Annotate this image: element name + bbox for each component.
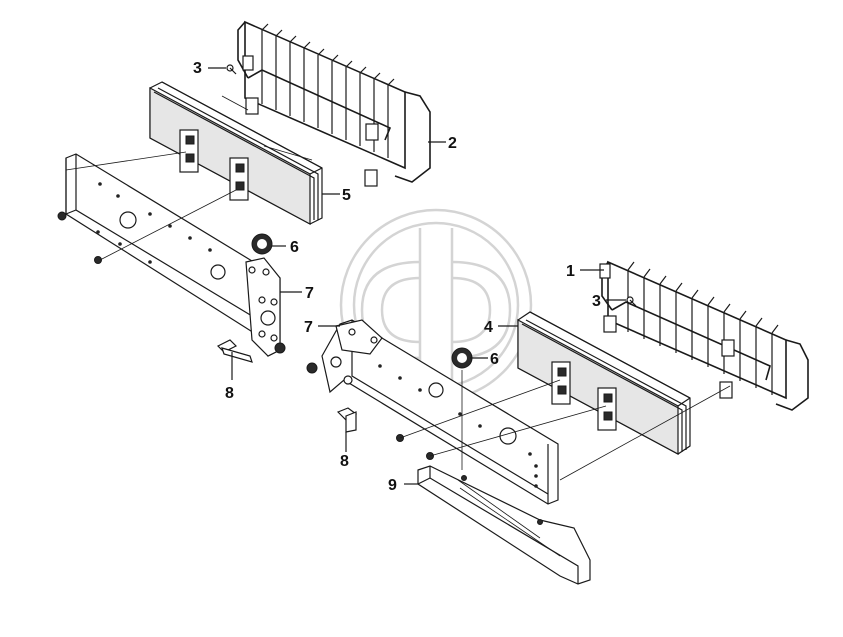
bracket-rail-left bbox=[57, 153, 286, 357]
callout-1: 1 bbox=[566, 263, 575, 280]
callout-numbers: 1 2 3 3 4 5 6 6 7 7 8 8 9 bbox=[193, 60, 601, 494]
wire-guard-right bbox=[599, 260, 809, 411]
callout-9: 9 bbox=[388, 477, 397, 494]
assembly-lines-left bbox=[65, 95, 313, 261]
muffler-right bbox=[517, 311, 691, 456]
grommet-left bbox=[251, 233, 273, 255]
callout-2: 2 bbox=[448, 135, 457, 152]
callout-4: 4 bbox=[484, 319, 493, 336]
callout-8-right: 8 bbox=[340, 453, 349, 470]
screw-left bbox=[226, 64, 237, 75]
bolt-left bbox=[216, 339, 253, 363]
callout-3-left: 3 bbox=[193, 60, 202, 77]
callout-5: 5 bbox=[342, 187, 351, 204]
callout-6-left: 6 bbox=[290, 239, 299, 256]
bolt-right bbox=[336, 407, 358, 433]
muffler-left bbox=[149, 81, 323, 226]
bracket-rail-right bbox=[306, 319, 559, 505]
cover-plate bbox=[417, 465, 591, 585]
wire-guard-left bbox=[237, 20, 431, 187]
callout-7-left: 7 bbox=[305, 285, 314, 302]
callout-leaders bbox=[208, 67, 626, 485]
grommet-right bbox=[451, 347, 473, 369]
callout-7-right: 7 bbox=[304, 319, 313, 336]
screw-right bbox=[626, 296, 637, 307]
assembly-lines-right bbox=[399, 370, 731, 481]
callout-8-left: 8 bbox=[225, 385, 234, 402]
callout-3-right: 3 bbox=[592, 293, 601, 310]
callout-6-right: 6 bbox=[490, 351, 499, 368]
